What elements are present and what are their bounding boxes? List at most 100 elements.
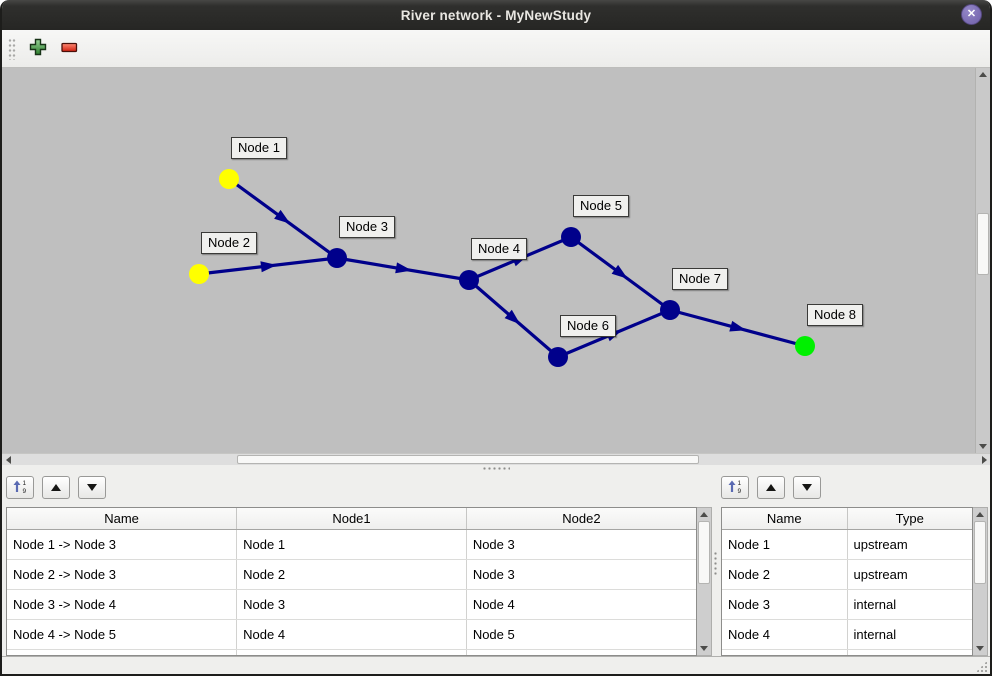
column-header[interactable]: Node2 <box>466 508 696 530</box>
table-cell[interactable]: Node 3 <box>236 589 467 620</box>
edge-arrow-icon <box>611 264 628 279</box>
table-cell[interactable] <box>466 649 696 655</box>
table-scroll-thumb[interactable] <box>698 521 710 584</box>
titlebar[interactable]: River network - MyNewStudy ✕ <box>2 0 990 30</box>
scroll-down-icon[interactable] <box>973 642 987 655</box>
network-node[interactable] <box>795 336 815 356</box>
table-cell[interactable]: Node 1 -> Node 3 <box>7 529 238 560</box>
sort-button[interactable]: 1 9 <box>6 476 34 499</box>
node-label[interactable]: Node 2 <box>201 232 257 254</box>
move-up-button[interactable] <box>757 476 785 499</box>
network-canvas[interactable]: Node 1 Node 2 Node 3 Node 4 Node 5 Node 6 Node… <box>2 68 975 453</box>
network-node[interactable] <box>660 300 680 320</box>
network-node[interactable] <box>189 264 209 284</box>
node-label[interactable]: Node 3 <box>339 216 395 238</box>
network-node[interactable] <box>459 270 479 290</box>
edge-arrow-icon <box>260 261 277 273</box>
svg-text:9: 9 <box>23 488 27 494</box>
node-label[interactable]: Node 4 <box>471 238 527 260</box>
table-cell[interactable]: Node 1 <box>236 529 467 560</box>
column-header[interactable]: Type <box>847 508 972 530</box>
table-row[interactable] <box>7 649 696 655</box>
network-node[interactable] <box>219 169 239 189</box>
table-cell[interactable]: Node 4 -> Node 5 <box>7 619 238 650</box>
table-row[interactable] <box>722 649 972 655</box>
toolbar-drag-handle-icon[interactable] <box>8 37 16 60</box>
table-cell[interactable]: Node 1 <box>722 529 848 560</box>
table-cell[interactable]: internal <box>847 589 972 620</box>
scroll-left-icon[interactable] <box>2 454 14 465</box>
node-label[interactable]: Node 5 <box>573 195 629 217</box>
scroll-down-icon[interactable] <box>697 642 711 655</box>
table-cell[interactable]: Node 3 <box>722 589 848 620</box>
node-label[interactable]: Node 8 <box>807 304 863 326</box>
network-node[interactable] <box>561 227 581 247</box>
node-label[interactable]: Node 7 <box>672 268 728 290</box>
table-cell[interactable] <box>847 649 972 655</box>
scroll-up-icon[interactable] <box>973 508 987 521</box>
move-down-button[interactable] <box>78 476 106 499</box>
column-header[interactable]: Name <box>722 508 848 530</box>
node-label[interactable]: Node 1 <box>231 137 287 159</box>
sort-button[interactable]: 1 9 <box>721 476 749 499</box>
move-up-button[interactable] <box>42 476 70 499</box>
svg-text:9: 9 <box>738 488 742 494</box>
scroll-down-icon[interactable] <box>976 440 990 453</box>
column-header[interactable]: Node1 <box>236 508 467 530</box>
table-cell[interactable]: Node 3 <box>466 529 696 560</box>
network-node[interactable] <box>327 248 347 268</box>
add-icon <box>29 38 47 59</box>
resize-grip-icon[interactable] <box>976 661 987 672</box>
table-cell[interactable]: upstream <box>847 529 972 560</box>
table-cell[interactable]: internal <box>847 619 972 650</box>
node-label[interactable]: Node 6 <box>560 315 616 337</box>
remove-button[interactable] <box>60 40 79 57</box>
canvas-row: Node 1 Node 2 Node 3 Node 4 Node 5 Node 6 Node… <box>2 68 990 453</box>
table-cell[interactable]: upstream <box>847 559 972 590</box>
table-cell[interactable]: Node 4 <box>722 619 848 650</box>
scroll-up-icon[interactable] <box>976 68 990 81</box>
move-down-button[interactable] <box>793 476 821 499</box>
table-cell[interactable]: Node 4 <box>466 589 696 620</box>
network-node[interactable] <box>548 347 568 367</box>
scroll-right-icon[interactable] <box>978 454 990 465</box>
branches-toolbar: 1 9 <box>6 476 712 503</box>
branches-table-scrollbar[interactable] <box>697 507 712 656</box>
canvas-horizontal-scrollbar[interactable] <box>2 453 990 465</box>
table-scroll-thumb[interactable] <box>974 521 986 584</box>
edge-arrow-icon <box>274 209 291 224</box>
close-button[interactable]: ✕ <box>961 4 982 25</box>
table-cell[interactable]: Node 3 -> Node 4 <box>7 589 238 620</box>
table-cell[interactable] <box>236 649 467 655</box>
add-button[interactable] <box>28 37 48 60</box>
main-toolbar <box>2 30 990 68</box>
table-cell[interactable] <box>722 649 848 655</box>
table-cell[interactable]: Node 2 -> Node 3 <box>7 559 238 590</box>
table-cell[interactable]: Node 4 <box>236 619 467 650</box>
nodes-table-scrollbar[interactable] <box>973 507 988 656</box>
table-cell[interactable]: Node 2 <box>236 559 467 590</box>
horizontal-splitter[interactable] <box>2 465 990 472</box>
canvas-vertical-scrollbar[interactable] <box>975 68 990 453</box>
splitter-grip-icon <box>482 467 510 470</box>
table-cell[interactable]: Node 2 <box>722 559 848 590</box>
column-header[interactable]: Name <box>7 508 238 530</box>
horizontal-scroll-thumb[interactable] <box>237 455 699 464</box>
vertical-splitter[interactable] <box>712 472 719 656</box>
table-cell[interactable]: Node 5 <box>466 619 696 650</box>
table-cell[interactable]: Node 3 <box>466 559 696 590</box>
vertical-scroll-thumb[interactable] <box>977 213 989 275</box>
scroll-up-icon[interactable] <box>697 508 711 521</box>
table-cell[interactable] <box>7 649 238 655</box>
